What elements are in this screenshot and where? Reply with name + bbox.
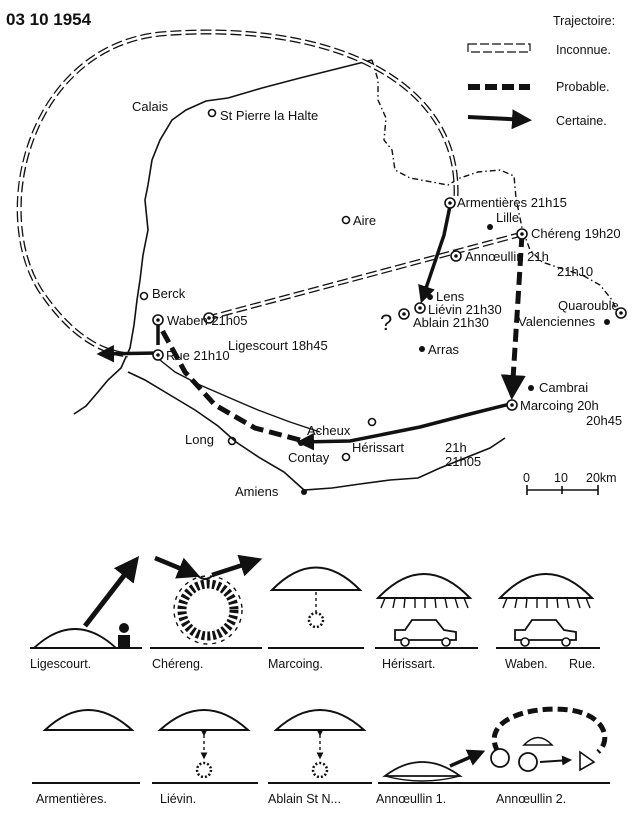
label-armentieres: Armentières 21h15: [457, 195, 567, 210]
label-herissart-time2: 21h05: [445, 454, 481, 469]
legend-unknown: Inconnue.: [556, 43, 611, 57]
sketch-caption-armentieres: Armentières.: [36, 792, 107, 806]
sketch-caption-ligescourt: Ligescourt.: [30, 657, 91, 671]
marker-acheux: [367, 417, 377, 427]
coastline: [73, 59, 373, 415]
label-lille: Lille: [496, 210, 519, 225]
label-waben: Waben 21h05: [167, 313, 247, 328]
legend: Trajectoire: Inconnue. Probable. Certain…: [467, 14, 615, 130]
marker-lille: [487, 224, 493, 230]
label-valenciennes: Valenciennes: [518, 314, 596, 329]
marker-herissart: [341, 452, 351, 462]
sketch-caption-lievin: Liévin.: [160, 792, 196, 806]
sketch-marcoing: Marcoing.: [268, 566, 364, 671]
label-calais: Calais: [132, 99, 169, 114]
scale-label-20: 20km: [586, 471, 617, 485]
trajectory-certain-rue-west: [96, 345, 159, 363]
sketch-caption-ablain: Ablain St N...: [268, 792, 341, 806]
marker-amiens: [301, 489, 307, 495]
label-marcoing-time2: 20h45: [586, 413, 622, 428]
sketch-herissart: Hérissart.: [375, 573, 478, 671]
label-aire: Aire: [353, 213, 376, 228]
label-arras: Arras: [428, 342, 460, 357]
legend-certain: Certaine.: [556, 114, 607, 128]
label-lens: Lens: [436, 289, 465, 304]
label-lievin: Liévin 21h30: [428, 302, 502, 317]
marker-cambrai: [528, 385, 534, 391]
marker-contay: [298, 440, 304, 446]
sketch-caption-chereng: Chéreng.: [152, 657, 203, 671]
belgian-border: [371, 59, 621, 319]
town-labels: Calais St Pierre la Halte Aire Armentièr…: [132, 99, 622, 499]
marker-lens: [427, 294, 433, 300]
sketch-annoeullin-2: Annœullin 2.: [484, 706, 610, 806]
trajectory-probable-chereng-marcoing: [500, 233, 526, 400]
sketch-ablain: Ablain St N...: [268, 709, 372, 806]
trajectory-unknown-loop-inner: [18, 30, 458, 357]
label-annoeullin-time2: 21h10: [557, 264, 593, 279]
legend-unknown-symbol: [467, 43, 531, 53]
trajectory-certain-armentieres-lievin: [418, 205, 452, 304]
scale-label-0: 0: [523, 471, 530, 485]
sketch-caption-waben: Waben.: [505, 657, 548, 671]
label-rue: Rue 21h10: [166, 348, 230, 363]
marker-long: [227, 436, 237, 446]
label-berck: Berck: [152, 286, 186, 301]
marker-st-pierre: [207, 108, 217, 118]
trajectory-unknown-loop: [16, 29, 459, 358]
town-markers: [139, 108, 627, 495]
label-herissart-time: 21h: [445, 440, 467, 455]
sketch-ligescourt: Ligescourt.: [30, 556, 142, 671]
scale-label-10: 10: [554, 471, 568, 485]
map-title: 03 10 1954: [6, 10, 92, 29]
trajectory-certain-marcoing-contay: [296, 402, 511, 451]
sketch-caption-marcoing: Marcoing.: [268, 657, 323, 671]
scale-bar: 0 10 20km: [523, 471, 617, 495]
legend-probable: Probable.: [556, 80, 610, 94]
sketch-caption-herissart: Hérissart.: [382, 657, 435, 671]
legend-certain-symbol: [467, 109, 532, 130]
sketch-caption-annoeullin-2: Annœullin 2.: [496, 792, 566, 806]
authie-river: [159, 359, 321, 433]
label-marcoing: Marcoing 20h: [520, 398, 599, 413]
label-question-mark: ?: [380, 310, 392, 335]
label-amiens: Amiens: [235, 484, 279, 499]
marker-berck: [139, 291, 149, 301]
sketch-caption-annoeullin-1: Annœullin 1.: [376, 792, 446, 806]
trajectory-probable-contay-waben: [159, 328, 301, 443]
label-st-pierre: St Pierre la Halte: [220, 108, 318, 123]
sketch-caption-rue: Rue.: [569, 657, 595, 671]
sketch-annoeullin-1: Annœullin 1.: [376, 749, 488, 806]
label-herissart: Hérissart: [352, 440, 404, 455]
marker-aire: [341, 215, 351, 225]
label-long: Long: [185, 432, 214, 447]
label-contay: Contay: [288, 450, 330, 465]
label-acheux: Acheux: [307, 423, 351, 438]
legend-heading: Trajectoire:: [553, 14, 615, 28]
marker-arras: [419, 346, 425, 352]
label-quarouble: Quarouble: [558, 298, 619, 313]
label-cambrai: Cambrai: [539, 380, 588, 395]
label-ablain: Ablain 21h30: [413, 315, 489, 330]
sketch-waben-rue: Waben. Rue.: [496, 573, 600, 671]
sketch-armentieres: Armentières.: [32, 709, 140, 806]
trajectory-unknown-line-inner: [207, 232, 523, 320]
sketch-lievin: Liévin.: [152, 709, 258, 806]
label-chereng: Chéreng 19h20: [531, 226, 621, 241]
label-ligescourt: Ligescourt 18h45: [228, 338, 328, 353]
marker-valenciennes: [604, 319, 610, 325]
label-annoeullin: Annœullin 21h: [465, 249, 549, 264]
sketch-chereng: Chéreng.: [150, 554, 263, 671]
